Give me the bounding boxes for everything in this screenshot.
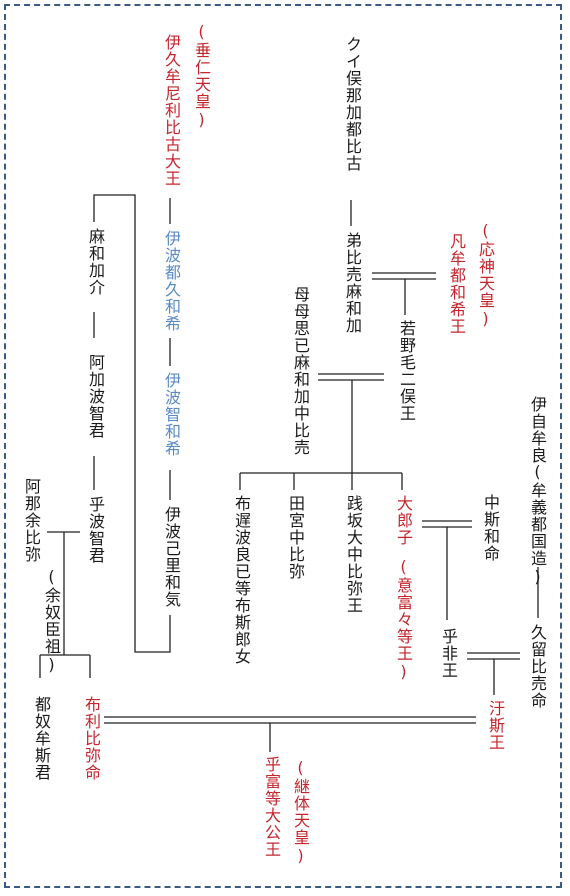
mawaka-name: 麻和加介: [86, 228, 105, 296]
tamiya-name: 田宮中比弥: [286, 495, 305, 580]
suinin-name: 伊久牟尼利比古大王: [162, 34, 181, 187]
ohi-name: 乎非王: [439, 628, 458, 679]
ijimura-name: 伊自牟良: [528, 396, 547, 464]
suinin-note: (垂仁天皇): [192, 22, 211, 130]
anayo-name: 阿那余比弥: [22, 478, 41, 563]
iwakori-name: 伊波己里和気: [162, 506, 181, 608]
ojin-note: (応神天皇): [476, 221, 495, 329]
kuruhi-name: 久留比売命: [528, 624, 547, 709]
fure-name: 布遅波良已等布斯郎女: [232, 495, 251, 665]
oto-name: 弟比売麻和加: [343, 232, 362, 334]
wakano-name: 若野毛二俣王: [397, 320, 416, 422]
haha-name: 母母思已麻和加中比売: [291, 286, 310, 456]
kui-name: クイ俣那加都比古: [343, 36, 362, 172]
ohachi-name: 乎波智君: [86, 496, 105, 564]
iwatsuku-name: 伊波都久和希: [162, 230, 181, 332]
oiratsuko-name: 大郎子: [394, 495, 413, 546]
ojin-name: 凡牟都和希王: [447, 233, 466, 335]
iwachi-name: 伊波智和希: [162, 372, 181, 457]
ushi-name: 汙斯王: [486, 700, 505, 751]
keitai-name: 乎富等大公王: [262, 756, 281, 858]
sakasaka-name: 践坂大中比弥王: [344, 495, 363, 614]
nakashi-name: 中斯和命: [481, 494, 500, 562]
anayo-note: (余奴臣祖): [42, 567, 61, 675]
tsunamu-name: 都奴牟斯君: [32, 696, 51, 781]
furi-name: 布利比弥命: [82, 696, 101, 781]
ijimura-note: (牟義都国造): [528, 462, 547, 587]
line-iwakori-furi: [93, 194, 171, 653]
akaha-name: 阿加波智君: [86, 354, 105, 439]
keitai-note: (継体天皇): [291, 758, 310, 866]
bracket-tsunamu-furi: [39, 654, 91, 678]
diagram-frame: [4, 4, 562, 888]
oiratsuko-note: (意富々等王): [394, 557, 413, 682]
